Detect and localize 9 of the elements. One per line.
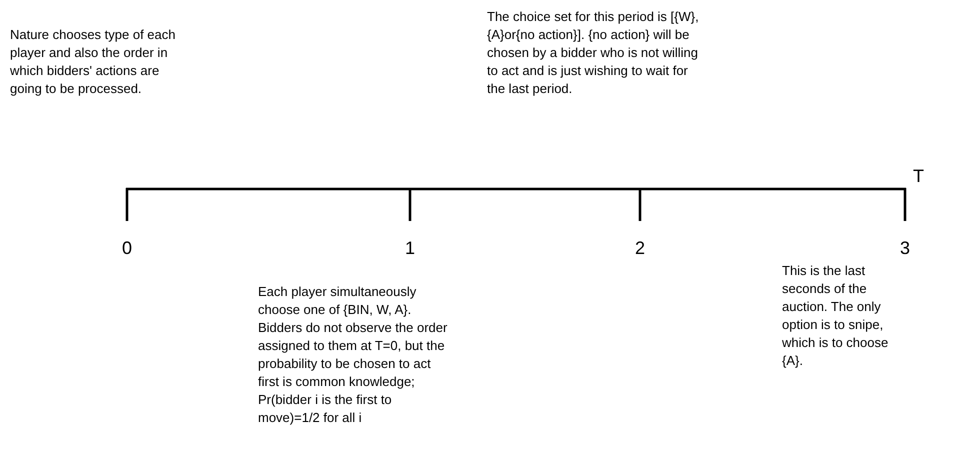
tick-label: 0 <box>120 238 133 258</box>
annotation-text: Each player simultaneously choose one of {BIN, W, A}. Bidders do not observe the order assigned to them at T=0, but the probability to be chosen to act first is common knowledge; Pr(bidder i is the first to move)=1/2 for all i <box>258 283 448 427</box>
annotation-text: This is the last seconds of the auction. The only option is to snipe, which is to choose {A}. <box>782 262 890 370</box>
tick-label: 1 <box>404 238 416 258</box>
axis-label: T <box>913 166 925 186</box>
annotation-text: The choice set for this period is [{W},{A}or{no action}]. {no action} will be chosen by a bidder who is not willing to act and is just wishing to wait for the last period. <box>487 8 700 98</box>
tick-label: 3 <box>898 238 911 258</box>
tick-label: 2 <box>634 238 646 258</box>
annotation-text: Nature chooses type of each player and also the order in which bidders' actions are going to be processed. <box>10 26 176 98</box>
